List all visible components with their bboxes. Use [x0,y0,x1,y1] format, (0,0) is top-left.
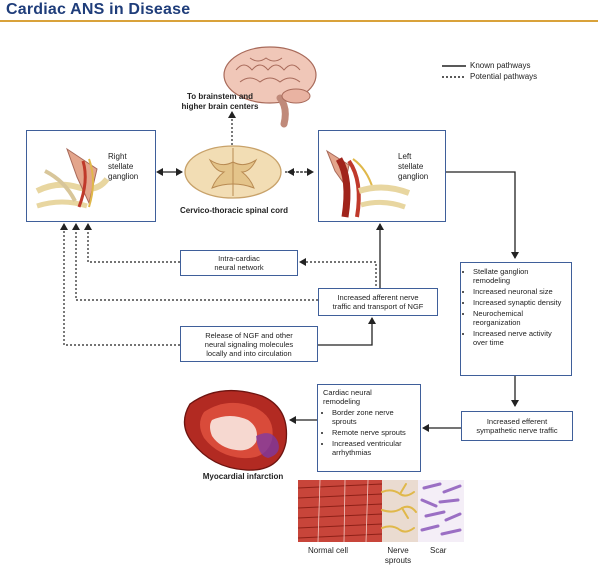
nerve-sprouts-label: Nerve sprouts [384,546,412,565]
list-item: Remote nerve sprouts [332,428,416,437]
stellate-remodeling-list: Stellate ganglion remodeling Increased n… [463,267,567,347]
intracardiac-network-box: Intra-cardiac neural network [180,250,298,276]
spinal-cord-illustration [184,145,282,199]
tissue-illustration [297,479,464,543]
cardiac-remodeling-list: Border zone nerve sprouts Remote nerve s… [323,408,416,457]
title-rule [0,20,598,22]
right-stellate-drawing [35,147,110,209]
pathway-afferent-to-right-stellate [72,223,318,301]
normal-cell-label: Normal cell [308,546,349,555]
list-item: Increased ventricular arrhythmias [332,439,416,457]
page-title: Cardiac ANS in Disease [6,1,191,18]
list-item: Increased synaptic density [473,298,567,307]
list-item: Neurochemical reorganization [473,309,567,327]
myocardial-infarction-label: Myocardial infarction [202,472,284,481]
left-stellate-drawing [325,149,411,218]
list-item: Increased neuronal size [473,287,567,296]
scar-label: Scar [430,546,447,555]
brain-illustration [223,46,317,128]
brainstem-label: To brainstem and higher brain centers [181,92,259,111]
legend-known-label: Known pathways [470,61,531,70]
legend-potential-label: Potential pathways [470,72,538,81]
list-item: Increased nerve activity over time [473,329,567,347]
pathway-afferent-to-intracardiac [299,258,377,290]
ngf-release-box: Release of NGF and other neural signalin… [180,326,318,362]
spinal-cord-label: Cervico-thoracic spinal cord [179,206,289,215]
afferent-traffic-box: Increased afferent nerve traffic and tra… [318,288,438,316]
left-stellate-label: Left stellate ganglion [398,152,429,181]
heart-illustration [183,390,288,471]
stellate-remodeling-box: Stellate ganglion remodeling Increased n… [460,262,572,376]
pathway-ngf-to-afferent [318,317,376,346]
right-stellate-label: Right stellate ganglion [108,152,139,181]
pathway-ngf-to-right-stellate [60,223,180,346]
right-stellate-illustration [26,130,156,222]
efferent-traffic-box: Increased efferent sympathetic nerve tra… [461,411,573,441]
left-stellate-illustration [318,130,446,222]
pathway-intracardiac-to-right-stellate [84,223,180,263]
list-item: Border zone nerve sprouts [332,408,416,426]
list-item: Stellate ganglion remodeling [473,267,567,285]
cardiac-remodeling-box: Cardiac neural remodeling Border zone ne… [317,384,421,472]
